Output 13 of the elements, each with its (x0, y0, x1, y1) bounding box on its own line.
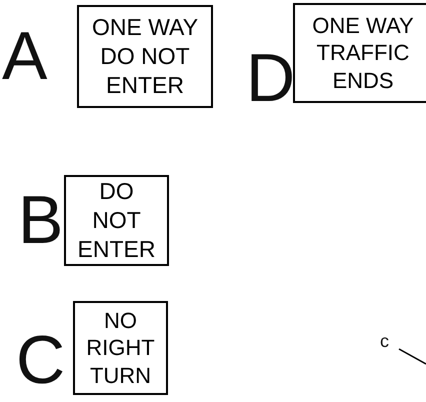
road-sign (73, 301, 168, 395)
road-sign (64, 175, 169, 266)
sign-text: DO NOT ENTER (78, 177, 156, 264)
callout-letter: c (380, 332, 389, 350)
road-sign (293, 3, 426, 103)
callout-letter: A (2, 22, 48, 90)
sign-text: NO RIGHT TURN (85, 306, 156, 390)
callout-letter: D (246, 44, 296, 112)
road-sign (77, 5, 213, 108)
sign-text: ONE WAY DO NOT ENTER (90, 13, 200, 100)
sign-text: ONE WAY TRAFFIC ENDS (311, 12, 415, 94)
callout-letter: B (18, 186, 64, 254)
callout-letter: C (16, 326, 66, 394)
